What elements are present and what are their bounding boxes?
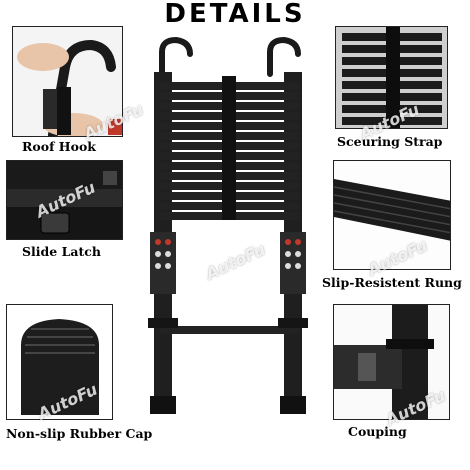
telescopic-ladder-image [140, 36, 320, 416]
page-title: DETAILS [164, 0, 306, 29]
slide-latch-caption: Slide Latch [22, 244, 101, 259]
rubber-cap-photo [6, 304, 113, 420]
securing-strap-caption: Sceuring Strap [337, 134, 443, 149]
roof-hook-photo [12, 26, 123, 137]
securing-strap-photo [335, 26, 448, 129]
slip-resistant-rung-photo [333, 160, 451, 270]
slip-resistant-rung-caption: Slip-Resistent Rung [322, 275, 462, 290]
rubber-cap-caption: Non-slip Rubber Cap [6, 426, 153, 441]
coupling-caption: Couping [348, 424, 407, 439]
slide-latch-photo [6, 160, 123, 240]
coupling-photo [333, 304, 450, 420]
roof-hook-caption: Roof Hook [22, 139, 96, 154]
